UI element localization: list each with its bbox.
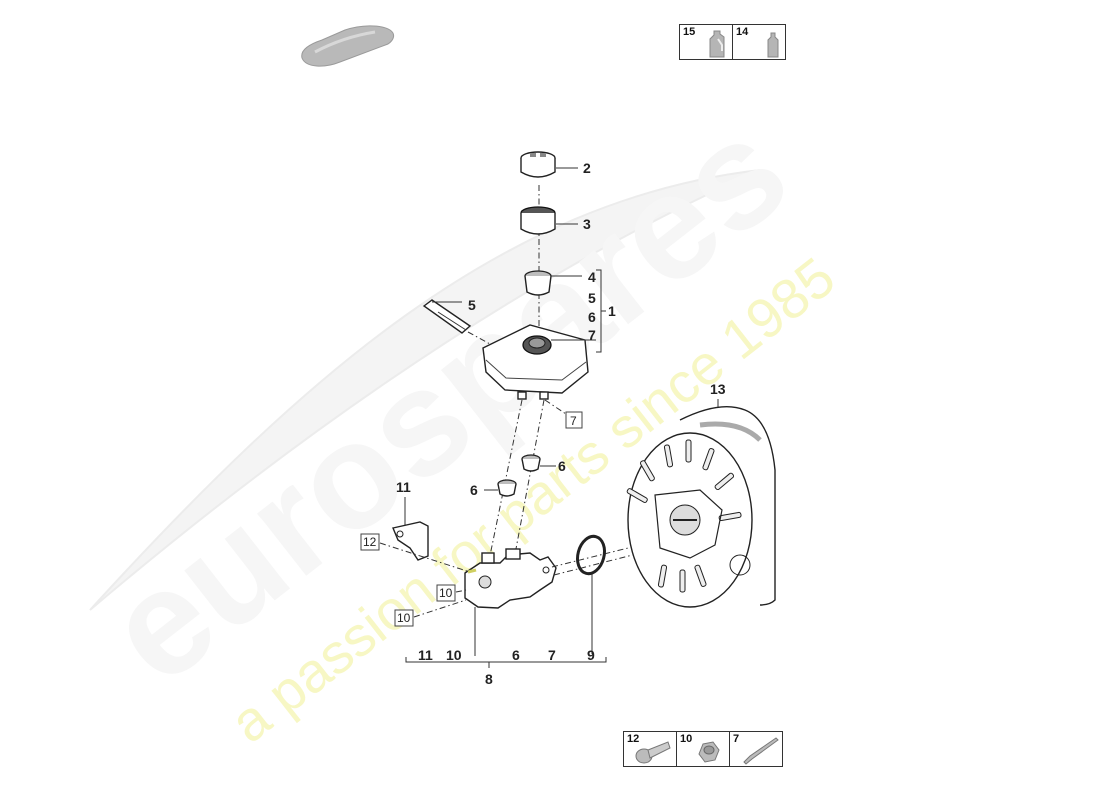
hardware-7[interactable]: 7 (730, 732, 782, 766)
grommet-part-lower[interactable] (484, 479, 517, 497)
callout-5: 5 (468, 297, 476, 313)
consumable-14[interactable]: 14 (733, 25, 785, 59)
brake-booster-part[interactable] (626, 405, 776, 608)
brake-fluid-reservoir-part[interactable] (482, 324, 596, 415)
callout-ref-10-lower: 10 (397, 611, 411, 625)
callout-6-upper: 6 (558, 458, 566, 474)
hardware-7-number: 7 (733, 733, 740, 745)
callout-1: 1 (608, 303, 616, 319)
callout-ref-10-upper: 10 (439, 586, 453, 600)
callout-4: 4 (588, 269, 596, 285)
callout-2: 2 (583, 160, 591, 176)
consumable-15[interactable]: 15 (680, 25, 733, 59)
group-8-bracket (405, 657, 607, 668)
callout-13: 13 (710, 381, 726, 397)
hardware-10[interactable]: 10 (677, 732, 730, 766)
fluid-bottle-icon (767, 32, 779, 58)
bolt-icon (635, 741, 671, 764)
hardware-12-number: 12 (627, 733, 640, 745)
callout-8-item-10: 10 (446, 647, 462, 663)
reservoir-cap-alt-part[interactable] (520, 206, 578, 235)
hex-nut-icon (698, 741, 720, 763)
callout-8-item-11: 11 (418, 647, 433, 663)
callout-8: 8 (485, 671, 493, 687)
callout-11: 11 (396, 479, 411, 495)
callout-ref-7: 7 (570, 414, 577, 428)
hardware-12[interactable]: 12 (624, 732, 677, 766)
consumable-14-number: 14 (736, 26, 749, 38)
consumable-15-number: 15 (683, 26, 696, 38)
callout-8-item-7: 7 (548, 647, 556, 663)
ref-box-10-lower (394, 609, 414, 627)
ref-box-12 (360, 533, 380, 551)
strainer-part[interactable] (524, 270, 582, 296)
hardware-strip: 12 10 7 (623, 731, 783, 767)
grommet-part-upper[interactable] (521, 454, 556, 472)
callout-1-item-5: 5 (588, 290, 596, 306)
callout-1-item-7: 7 (588, 327, 596, 343)
callout-3: 3 (583, 216, 591, 232)
hardware-10-number: 10 (680, 733, 693, 745)
ref-box-7 (565, 411, 583, 429)
callout-ref-12: 12 (363, 535, 377, 549)
o-ring-seal-part[interactable] (574, 533, 609, 654)
callout-6-lower: 6 (470, 482, 478, 498)
reservoir-cap-part[interactable] (520, 151, 578, 178)
callout-1-item-6: 6 (588, 309, 596, 325)
car-silhouette-icon (301, 25, 395, 67)
fluid-canister-icon (709, 30, 725, 58)
ref-box-10-upper (436, 584, 456, 602)
bracket-part[interactable] (392, 521, 429, 561)
callout-8-item-6: 6 (512, 647, 520, 663)
pin-icon (743, 737, 779, 765)
callout-9: 9 (587, 647, 595, 663)
level-sensor-part[interactable] (422, 299, 491, 345)
consumables-strip: 15 14 (679, 24, 786, 60)
